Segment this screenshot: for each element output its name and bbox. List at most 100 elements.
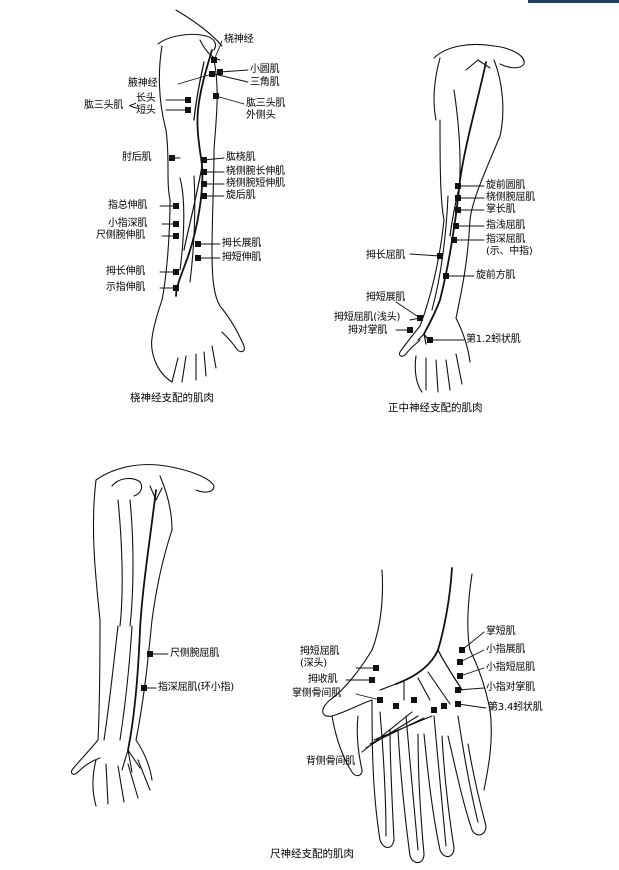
label-ecu: 尺侧腕伸肌 bbox=[96, 230, 145, 241]
brace-icon: < bbox=[128, 99, 138, 112]
label-fdp-b: (示、中指) bbox=[486, 246, 533, 257]
muscle-marker bbox=[427, 337, 433, 343]
label-ecrl: 桡侧腕长伸肌 bbox=[226, 166, 285, 177]
label-deltoid: 三角肌 bbox=[250, 77, 280, 88]
muscle-marker bbox=[209, 71, 215, 77]
muscle-marker bbox=[185, 107, 191, 113]
label-long-head: 长头 bbox=[136, 93, 156, 104]
muscle-marker bbox=[373, 665, 379, 671]
label-dorsal-interossei: 背侧骨间肌 bbox=[306, 756, 355, 767]
label-fdm: 小指短屈肌 bbox=[486, 662, 535, 673]
label-fds: 指浅屈肌 bbox=[486, 220, 526, 231]
muscle-marker bbox=[201, 193, 207, 199]
label-apb: 拇短展肌 bbox=[366, 292, 406, 303]
label-pronator-quadratus: 旋前方肌 bbox=[476, 270, 516, 281]
radial-arm-drawing bbox=[151, 9, 245, 383]
label-brachioradialis: 肱桡肌 bbox=[226, 152, 256, 163]
label-fcu: 尺侧腕屈肌 bbox=[170, 648, 219, 659]
label-teres-minor: 小圆肌 bbox=[250, 64, 280, 75]
leader-lines bbox=[143, 40, 487, 709]
label-supinator: 旋后肌 bbox=[226, 190, 256, 201]
muscle-marker bbox=[217, 69, 223, 75]
muscle-marker bbox=[437, 253, 443, 259]
muscle-marker bbox=[141, 685, 147, 691]
muscle-marker bbox=[169, 155, 175, 161]
label-palmaris-longus: 掌长肌 bbox=[486, 204, 516, 215]
label-lumbricals-3-4: 第3.4蚓状肌 bbox=[488, 702, 543, 713]
label-triceps-lateral-b: 外侧头 bbox=[246, 110, 276, 121]
muscle-marker bbox=[431, 707, 437, 713]
label-fdp-4-5: 指深屈肌(环小指) bbox=[158, 682, 235, 693]
muscle-marker bbox=[455, 183, 461, 189]
label-eip: 示指伸肌 bbox=[106, 282, 146, 293]
label-short-head: 短头 bbox=[136, 105, 156, 116]
muscle-marker bbox=[211, 57, 217, 63]
muscle-marker bbox=[459, 647, 465, 653]
label-fpb-deep-b: (深头) bbox=[300, 658, 328, 669]
muscle-marker bbox=[407, 327, 413, 333]
muscle-marker bbox=[455, 701, 461, 707]
muscle-marker bbox=[443, 273, 449, 279]
label-triceps-lateral-a: 肱三头肌 bbox=[246, 98, 286, 109]
label-epl: 拇长伸肌 bbox=[106, 266, 146, 277]
label-edm: 小指深肌 bbox=[108, 218, 148, 229]
caption-ulnar: 尺神经支配的肌肉 bbox=[270, 848, 354, 860]
median-arm-drawing bbox=[398, 43, 525, 393]
muscle-marker bbox=[455, 687, 461, 693]
muscle-markers bbox=[141, 57, 465, 713]
muscle-marker bbox=[201, 169, 207, 175]
muscle-marker bbox=[417, 315, 423, 321]
muscle-marker bbox=[173, 233, 179, 239]
muscle-marker bbox=[393, 703, 399, 709]
muscle-marker bbox=[411, 697, 417, 703]
muscle-marker bbox=[185, 97, 191, 103]
muscle-marker bbox=[455, 207, 461, 213]
label-fcr: 桡侧腕屈肌 bbox=[486, 192, 535, 203]
top-corner-bar bbox=[528, 0, 619, 3]
label-anconeus: 肘后肌 bbox=[122, 152, 152, 163]
muscle-marker bbox=[213, 93, 219, 99]
ulnar-hand-drawing bbox=[322, 567, 492, 864]
label-fpb-deep-a: 拇短屈肌 bbox=[300, 646, 340, 657]
muscle-marker bbox=[441, 703, 447, 709]
muscle-marker bbox=[457, 659, 463, 665]
muscle-marker bbox=[173, 203, 179, 209]
muscle-marker bbox=[195, 255, 201, 261]
ulnar-arm-drawing bbox=[70, 463, 215, 807]
label-opponens-pollicis: 拇对掌肌 bbox=[348, 325, 388, 336]
caption-radial: 桡神经支配的肌肉 bbox=[130, 392, 214, 404]
label-palmar-interossei: 掌侧骨间肌 bbox=[292, 688, 341, 699]
muscle-marker bbox=[377, 697, 383, 703]
label-odm: 小指对掌肌 bbox=[486, 682, 535, 693]
muscle-marker bbox=[457, 673, 463, 679]
muscle-marker bbox=[147, 651, 153, 657]
muscle-marker bbox=[455, 195, 461, 201]
label-palmaris-brevis: 掌短肌 bbox=[486, 626, 516, 637]
label-fpl: 拇长屈肌 bbox=[366, 250, 406, 261]
label-edc: 指总伸肌 bbox=[108, 200, 148, 211]
label-adm: 小指展肌 bbox=[486, 644, 526, 655]
muscle-marker bbox=[173, 285, 179, 291]
label-fpb-superficial: 拇短屈肌(浅头) bbox=[334, 312, 401, 323]
label-triceps: 肱三头肌 bbox=[84, 100, 124, 111]
muscle-marker bbox=[201, 157, 207, 163]
muscle-marker bbox=[453, 223, 459, 229]
label-apl: 拇长展肌 bbox=[222, 238, 262, 249]
caption-median: 正中神经支配的肌肉 bbox=[388, 402, 483, 414]
muscle-marker bbox=[173, 269, 179, 275]
muscle-marker bbox=[201, 181, 207, 187]
muscle-marker bbox=[173, 221, 179, 227]
label-epb: 拇短伸肌 bbox=[222, 252, 262, 263]
muscle-marker bbox=[451, 237, 457, 243]
muscle-marker bbox=[369, 677, 375, 683]
label-adductor-pollicis: 拇收肌 bbox=[308, 674, 338, 685]
label-lumbricals-1-2: 第1.2蚓状肌 bbox=[466, 334, 521, 345]
label-ecrb: 桡侧腕短伸肌 bbox=[226, 178, 285, 189]
label-pronator-teres: 旋前圆肌 bbox=[486, 180, 526, 191]
label-axillary-nerve: 腋神经 bbox=[128, 78, 158, 89]
label-radial-nerve: 桡神经 bbox=[224, 34, 254, 45]
label-fdp-a: 指深屈肌 bbox=[486, 234, 526, 245]
muscle-marker bbox=[195, 241, 201, 247]
